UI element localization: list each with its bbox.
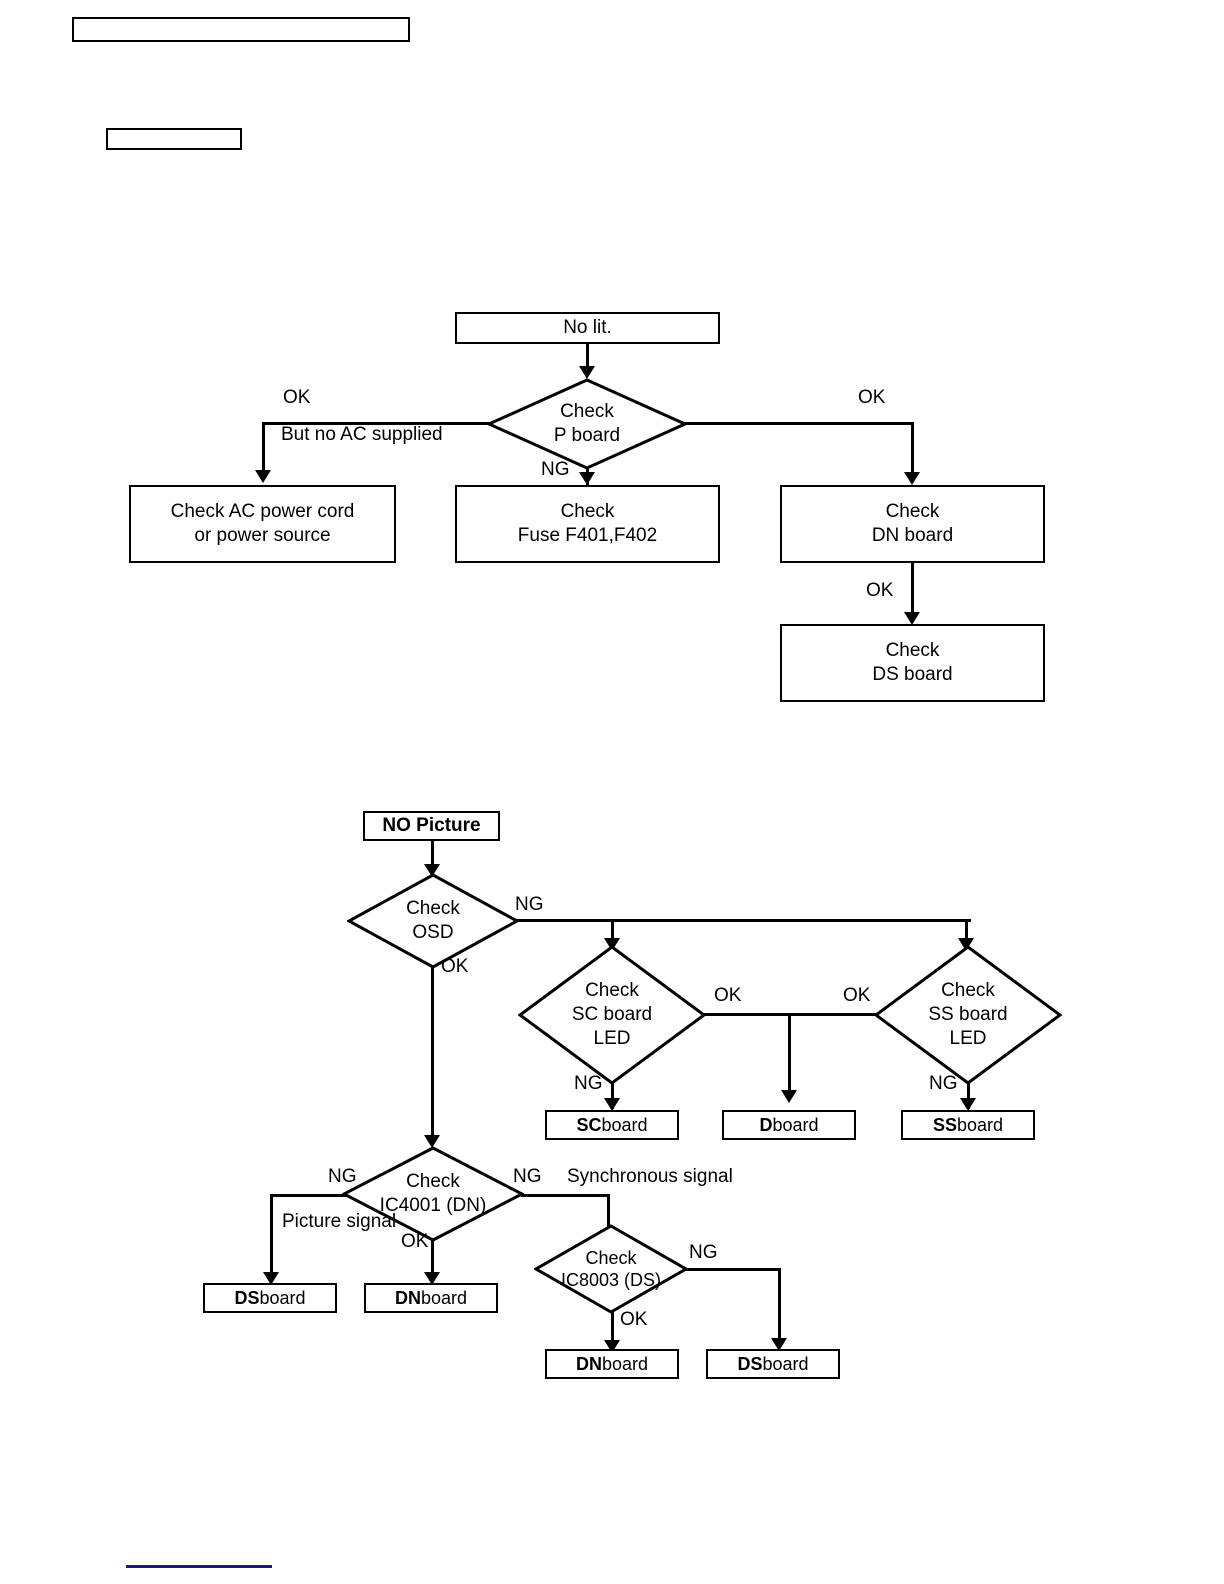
edge-label-synchronous-signal: Synchronous signal xyxy=(567,1166,733,1187)
node-dn-board-low-bold: DN xyxy=(575,1353,602,1374)
arrowhead-to-d-board xyxy=(781,1090,797,1103)
node-dn-board-low: DN board xyxy=(545,1349,679,1379)
header-bar-top xyxy=(72,17,410,42)
node-ds-board-left-bold: DS xyxy=(234,1287,260,1308)
header-bar-section xyxy=(106,128,242,150)
connector-ic4001-ng-right-down xyxy=(607,1194,610,1236)
arrowhead-nolit-to-pboard xyxy=(579,366,595,379)
arrowhead-to-check-ds xyxy=(904,612,920,625)
edge-label-ok-right: OK xyxy=(858,387,886,408)
edge-label-ic4001-ok: OK xyxy=(401,1231,429,1252)
connector-pboard-right xyxy=(684,422,914,425)
node-dn-board-low-rest: board xyxy=(601,1353,649,1374)
footer-divider xyxy=(126,1565,272,1568)
node-check-dn-board: Check DN board xyxy=(780,485,1045,563)
node-check-ss-board-led: Check SS board LED xyxy=(874,945,1062,1085)
edge-label-ss-ng: NG xyxy=(929,1073,958,1094)
node-check-osd: Check OSD xyxy=(347,873,519,969)
node-ds-board-low: DS board xyxy=(706,1349,840,1379)
edge-label-picture-signal: Picture signal xyxy=(282,1211,397,1232)
arrowhead-to-ds-board-left xyxy=(263,1272,279,1285)
node-check-ic8003-ds: Check IC8003 (DS) xyxy=(534,1224,688,1314)
node-sc-board-bold: SC xyxy=(576,1114,602,1135)
edge-label-sc-ok: OK xyxy=(714,985,742,1006)
node-ds-board-low-rest: board xyxy=(762,1353,809,1374)
connector-ic8003-ng xyxy=(685,1268,781,1271)
node-check-sc-board-led: Check SC board LED xyxy=(518,945,706,1085)
connector-sc-ng-drop xyxy=(611,1083,614,1109)
connector-ic8003-ng-down xyxy=(778,1268,781,1345)
connector-osdng-down-ss xyxy=(965,919,968,945)
connector-ic4001-ng-left xyxy=(270,1194,346,1197)
node-check-fuse: Check Fuse F401,F402 xyxy=(455,485,720,563)
edge-label-ic8003-ok: OK xyxy=(620,1309,648,1330)
node-d-board-rest: board xyxy=(772,1114,819,1135)
arrowhead-osd-ok-to-ic4001 xyxy=(424,1135,440,1148)
node-sc-board-rest: board xyxy=(601,1114,648,1135)
connector-osd-ng xyxy=(514,919,971,922)
arrowhead-to-ss-board xyxy=(960,1098,976,1111)
node-ds-board-low-bold: DS xyxy=(737,1353,763,1374)
connector-nolit-to-pboard xyxy=(586,344,589,370)
edge-label-osd-ok: OK xyxy=(441,956,469,977)
arrowhead-to-ds-board-low xyxy=(771,1338,787,1351)
edge-label-ng-center: NG xyxy=(541,459,570,480)
node-ds-board-left: DS board xyxy=(203,1283,337,1313)
node-ss-board-bold: SS xyxy=(932,1114,957,1135)
edge-label-ic4001-ng-right: NG xyxy=(513,1166,542,1187)
connector-ss-ng-drop xyxy=(967,1083,970,1109)
arrowhead-to-sc-led xyxy=(604,938,620,951)
node-sc-board: SC board xyxy=(545,1110,679,1140)
edge-label-no-ac-supplied: But no AC supplied xyxy=(281,424,443,445)
arrowhead-to-check-dn xyxy=(904,472,920,485)
arrowhead-nopicture-to-osd xyxy=(424,864,440,877)
connector-ic4001-ok-down xyxy=(431,1240,434,1282)
connector-dn-to-ds xyxy=(911,563,914,621)
connector-ic4001-ng-right xyxy=(521,1194,610,1197)
arrowhead-to-dn-board-mid xyxy=(424,1272,440,1285)
node-dn-board-mid: DN board xyxy=(364,1283,498,1313)
edge-label-osd-ng: NG xyxy=(515,894,544,915)
node-no-lit: No lit. xyxy=(455,312,720,344)
connector-osdng-down-sc xyxy=(611,919,614,945)
node-check-ac-power-cord: Check AC power cord or power source xyxy=(129,485,396,563)
arrowhead-to-check-ac xyxy=(255,470,271,483)
node-check-ds-board: Check DS board xyxy=(780,624,1045,702)
connector-dboard-drop xyxy=(788,1013,791,1098)
connector-pboard-left-down xyxy=(262,422,265,474)
arrowhead-to-check-fuse xyxy=(579,472,595,485)
connector-ic8003-ok-down xyxy=(611,1312,614,1352)
connector-pboard-left xyxy=(262,422,490,425)
node-dn-board-mid-rest: board xyxy=(420,1287,468,1308)
node-d-board-bold: D xyxy=(759,1114,773,1135)
edge-label-ic8003-ng: NG xyxy=(689,1242,718,1263)
node-dn-board-mid-bold: DN xyxy=(394,1287,421,1308)
connector-nopicture-to-osd xyxy=(431,841,434,869)
edge-label-sc-ng: NG xyxy=(574,1073,603,1094)
arrowhead-to-sc-board xyxy=(604,1098,620,1111)
node-no-picture: NO Picture xyxy=(363,811,500,841)
edge-label-ss-ok: OK xyxy=(843,985,871,1006)
node-d-board: D board xyxy=(722,1110,856,1140)
connector-osd-ok-down xyxy=(431,967,434,1142)
edge-label-ok-dn-to-ds: OK xyxy=(866,580,894,601)
node-ds-board-left-rest: board xyxy=(259,1287,306,1308)
node-ss-board-rest: board xyxy=(956,1114,1004,1135)
node-check-p-board: Check P board xyxy=(487,378,687,470)
node-ss-board: SS board xyxy=(901,1110,1035,1140)
connector-ic4001-ng-left-down xyxy=(270,1194,273,1278)
edge-label-ok-left: OK xyxy=(283,387,311,408)
edge-label-ic4001-ng-left: NG xyxy=(328,1166,357,1187)
connector-pboard-right-down xyxy=(911,422,914,477)
